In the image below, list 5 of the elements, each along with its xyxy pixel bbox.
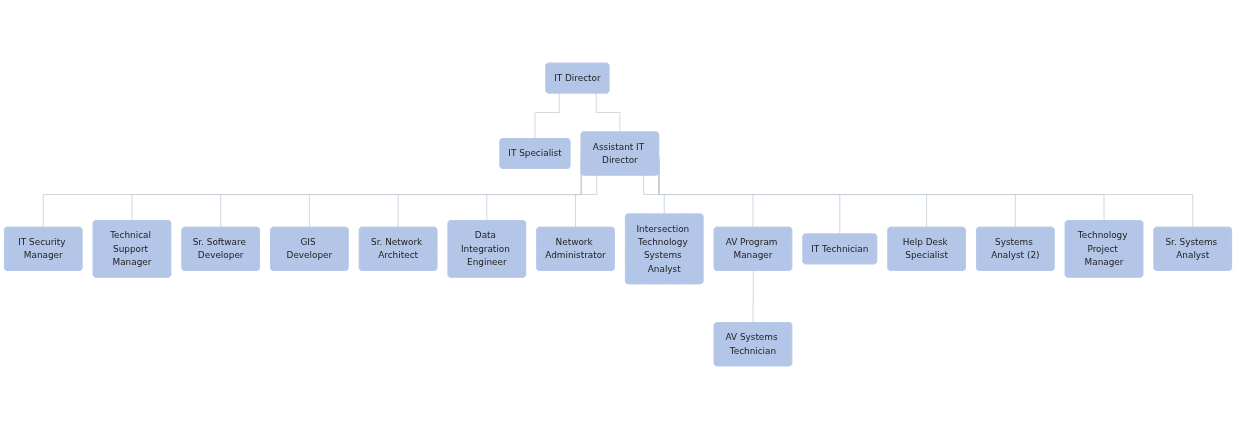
connector — [534, 92, 560, 140]
connector — [752, 270, 754, 324]
connector — [595, 92, 621, 133]
connector — [643, 175, 665, 215]
connector — [575, 175, 598, 228]
